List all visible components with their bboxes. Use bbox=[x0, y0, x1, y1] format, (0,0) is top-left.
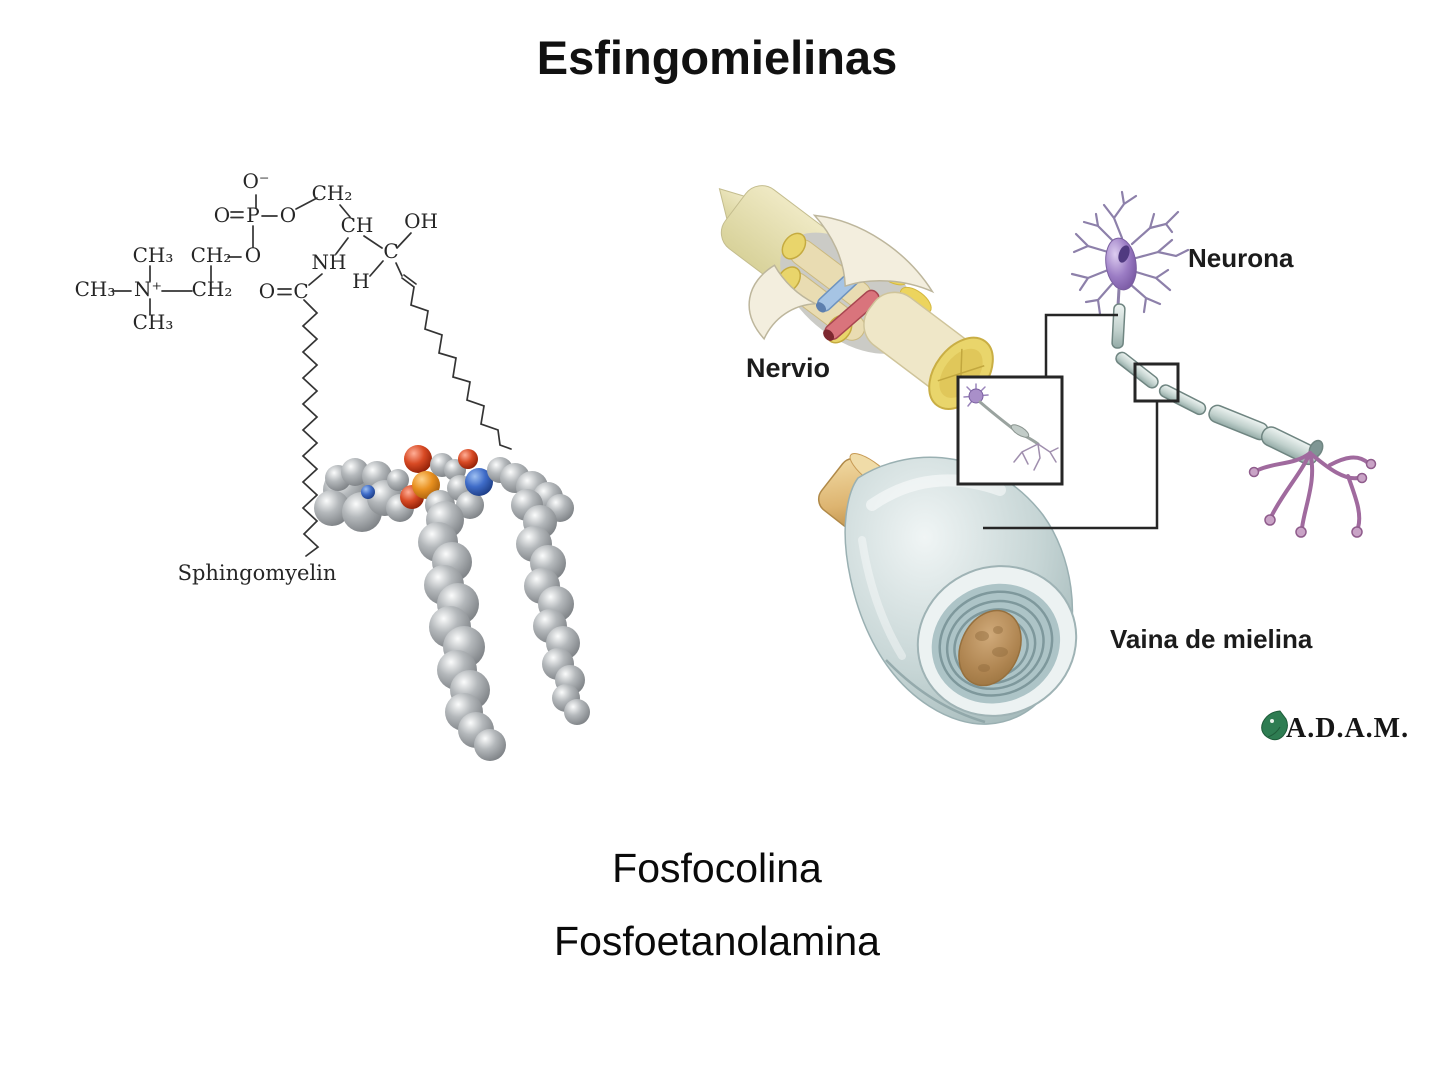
axon-core-texture bbox=[975, 626, 1008, 672]
acyl-chain-zigzag bbox=[301, 299, 320, 557]
molecule-label: CH₃ bbox=[133, 243, 174, 267]
molecule-label: C bbox=[293, 279, 308, 303]
molecule-label: CH₃ bbox=[133, 310, 174, 334]
zoom-box-mini-neuron bbox=[956, 375, 1064, 486]
neuron-nucleus bbox=[1118, 245, 1130, 263]
axon-core bbox=[958, 609, 1022, 687]
myelinated-axon bbox=[1111, 303, 1324, 466]
blood-vessel-artery bbox=[823, 289, 880, 341]
adam-logo: A.D.A.M. bbox=[1261, 710, 1409, 744]
terminal-knobs bbox=[1248, 458, 1377, 538]
zoom-box-axon-segment bbox=[1133, 362, 1180, 403]
footer-text-fosfoetanolamina: Fosfoetanolamina bbox=[554, 918, 880, 964]
epineurium-flap-upper bbox=[812, 214, 935, 294]
myelin-sheath-illustration bbox=[817, 453, 1078, 725]
nitrogen-sphere bbox=[361, 485, 375, 499]
molecule-label: OH bbox=[404, 209, 438, 233]
molecule-label: CH₂ bbox=[192, 277, 233, 301]
molecule-label: N⁺ bbox=[134, 277, 162, 301]
molecule-caption: Sphingomyelin bbox=[178, 561, 337, 585]
molecule-label: O bbox=[245, 243, 261, 267]
nerve-label: Nervio bbox=[746, 353, 830, 383]
molecule-label: CH₃ bbox=[75, 277, 116, 301]
neuron-label: Neurona bbox=[1188, 243, 1294, 273]
molecule-label: O⁻ bbox=[243, 169, 270, 193]
axon-terminals bbox=[1256, 451, 1370, 530]
molecule-label: CH₂ bbox=[312, 181, 353, 205]
neuron-soma bbox=[1105, 237, 1137, 291]
molecule-label: H bbox=[352, 269, 369, 293]
molecule-label: NH bbox=[312, 250, 347, 274]
molecule-label: C bbox=[383, 239, 398, 263]
adam-leaf-icon bbox=[1261, 710, 1288, 741]
callout-connectors bbox=[983, 313, 1180, 530]
molecule-label: CH bbox=[341, 213, 374, 237]
sphingosine-chain-zigzag bbox=[401, 277, 512, 450]
molecule-label: O bbox=[259, 279, 275, 303]
molecule-label: P bbox=[246, 203, 259, 227]
epineurium-flap-lower bbox=[748, 264, 816, 341]
neuron-illustration bbox=[1070, 190, 1377, 538]
adam-logo-text: A.D.A.M. bbox=[1286, 713, 1409, 744]
sphingomyelin-structure-diagram bbox=[112, 194, 512, 557]
dendrites bbox=[1070, 190, 1190, 316]
molecule-label: O bbox=[214, 203, 230, 227]
molecule-atom-labels: O⁻ O P O CH₂ CH OH CH₃ CH₂ O CH₃ N⁺ CH₂ … bbox=[75, 169, 438, 585]
sphingomyelin-space-filling-model bbox=[314, 445, 590, 761]
slide-title: Esfingomielinas bbox=[536, 31, 898, 84]
molecule-label: O bbox=[280, 203, 296, 227]
footer-text-fosfocolina: Fosfocolina bbox=[612, 845, 822, 891]
molecule-label: CH₂ bbox=[191, 243, 232, 267]
oxygen-sphere bbox=[404, 445, 432, 473]
myelin-sheath-label: Vaina de mielina bbox=[1110, 624, 1313, 654]
